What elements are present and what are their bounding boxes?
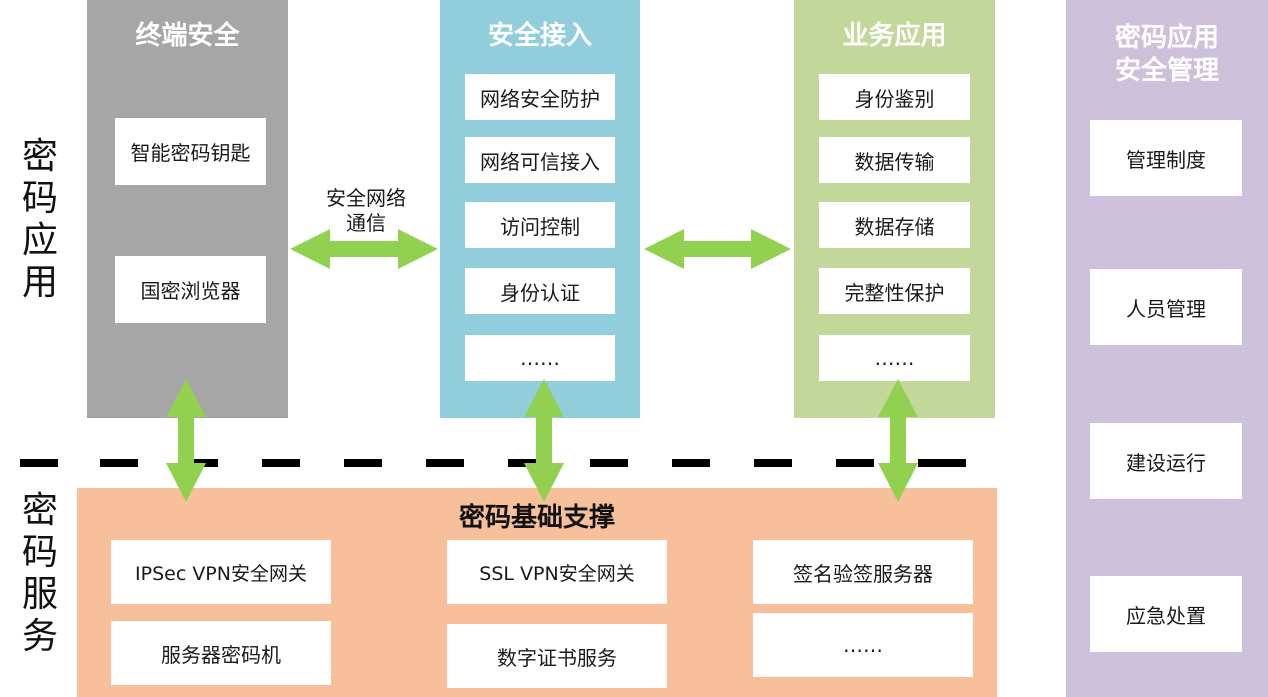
foundation-item: 服务器密码机 — [111, 621, 331, 685]
side-label-char: 用 — [21, 262, 58, 303]
crypto-foundation-panel: 密码基础支撑 IPSec VPN安全网关 SSL VPN安全网关 签名验签服务器… — [77, 488, 997, 697]
secure-access-title: 安全接入 — [487, 21, 592, 51]
dash-segment — [672, 459, 710, 467]
network-comm-label-line: 安全网络 — [326, 186, 406, 210]
double-arrow-icon — [290, 229, 438, 269]
business-item: 完整性保护 — [819, 268, 970, 314]
foundation-item: …… — [753, 613, 973, 677]
access-item: 网络可信接入 — [465, 137, 615, 183]
management-item: 人员管理 — [1090, 269, 1242, 345]
management-item: 建设运行 — [1090, 423, 1242, 499]
dash-segment — [344, 459, 382, 467]
side-label-char: 应 — [21, 220, 58, 261]
dash-segment — [754, 459, 792, 467]
double-arrow-icon — [644, 229, 791, 269]
dash-segment — [20, 459, 58, 467]
side-label-char: 码 — [21, 532, 58, 573]
double-arrow-icon — [524, 379, 564, 502]
foundation-item: 数字证书服务 — [447, 624, 667, 688]
side-label-char: 密 — [21, 490, 58, 531]
double-arrow-icon — [166, 379, 206, 502]
double-arrow-icon — [878, 379, 918, 502]
network-comm-label: 安全网络 通信 — [300, 186, 432, 236]
business-item: 数据传输 — [819, 137, 970, 183]
side-label-char: 码 — [21, 178, 58, 219]
dash-segment — [590, 459, 628, 467]
side-label-crypto-service: 密 码 服 务 — [18, 490, 62, 658]
access-item: 网络安全防护 — [465, 74, 615, 120]
crypto-foundation-title: 密码基础支撑 — [458, 503, 615, 533]
foundation-item: IPSec VPN安全网关 — [111, 540, 331, 604]
foundation-item: 签名验签服务器 — [753, 540, 973, 604]
dash-segment — [918, 459, 966, 467]
side-label-char: 密 — [21, 136, 58, 177]
foundation-item: SSL VPN安全网关 — [447, 540, 667, 604]
security-management-title-line2: 安全管理 — [1114, 56, 1219, 86]
terminal-security-panel: 终端安全 智能密码钥匙 国密浏览器 — [87, 0, 288, 418]
business-item: 身份鉴别 — [819, 74, 970, 120]
gm-browser-box: 国密浏览器 — [115, 256, 266, 323]
management-item: 应急处置 — [1090, 576, 1242, 652]
dash-segment — [426, 459, 464, 467]
security-management-panel: 密码应用 安全管理 管理制度 人员管理 建设运行 应急处置 — [1066, 0, 1268, 697]
side-label-crypto-application: 密 码 应 用 — [18, 136, 62, 304]
smart-key-box: 智能密码钥匙 — [115, 118, 266, 185]
dash-segment — [836, 459, 874, 467]
access-item: 访问控制 — [465, 202, 615, 248]
access-item: 身份认证 — [465, 268, 615, 314]
business-application-panel: 业务应用 身份鉴别 数据传输 数据存储 完整性保护 …… — [794, 0, 995, 418]
business-application-title: 业务应用 — [842, 21, 947, 51]
security-management-title-line1: 密码应用 — [1114, 23, 1219, 53]
terminal-security-title: 终端安全 — [135, 21, 240, 51]
secure-access-panel: 安全接入 网络安全防护 网络可信接入 访问控制 身份认证 …… — [440, 0, 640, 418]
business-item: 数据存储 — [819, 202, 970, 248]
business-item: …… — [819, 335, 970, 381]
dash-segment — [100, 459, 138, 467]
access-item: …… — [465, 335, 615, 381]
side-label-char: 务 — [21, 616, 58, 657]
dash-segment — [262, 459, 300, 467]
network-comm-label-line: 通信 — [346, 211, 386, 235]
side-label-char: 服 — [21, 574, 58, 615]
management-item: 管理制度 — [1090, 120, 1242, 196]
